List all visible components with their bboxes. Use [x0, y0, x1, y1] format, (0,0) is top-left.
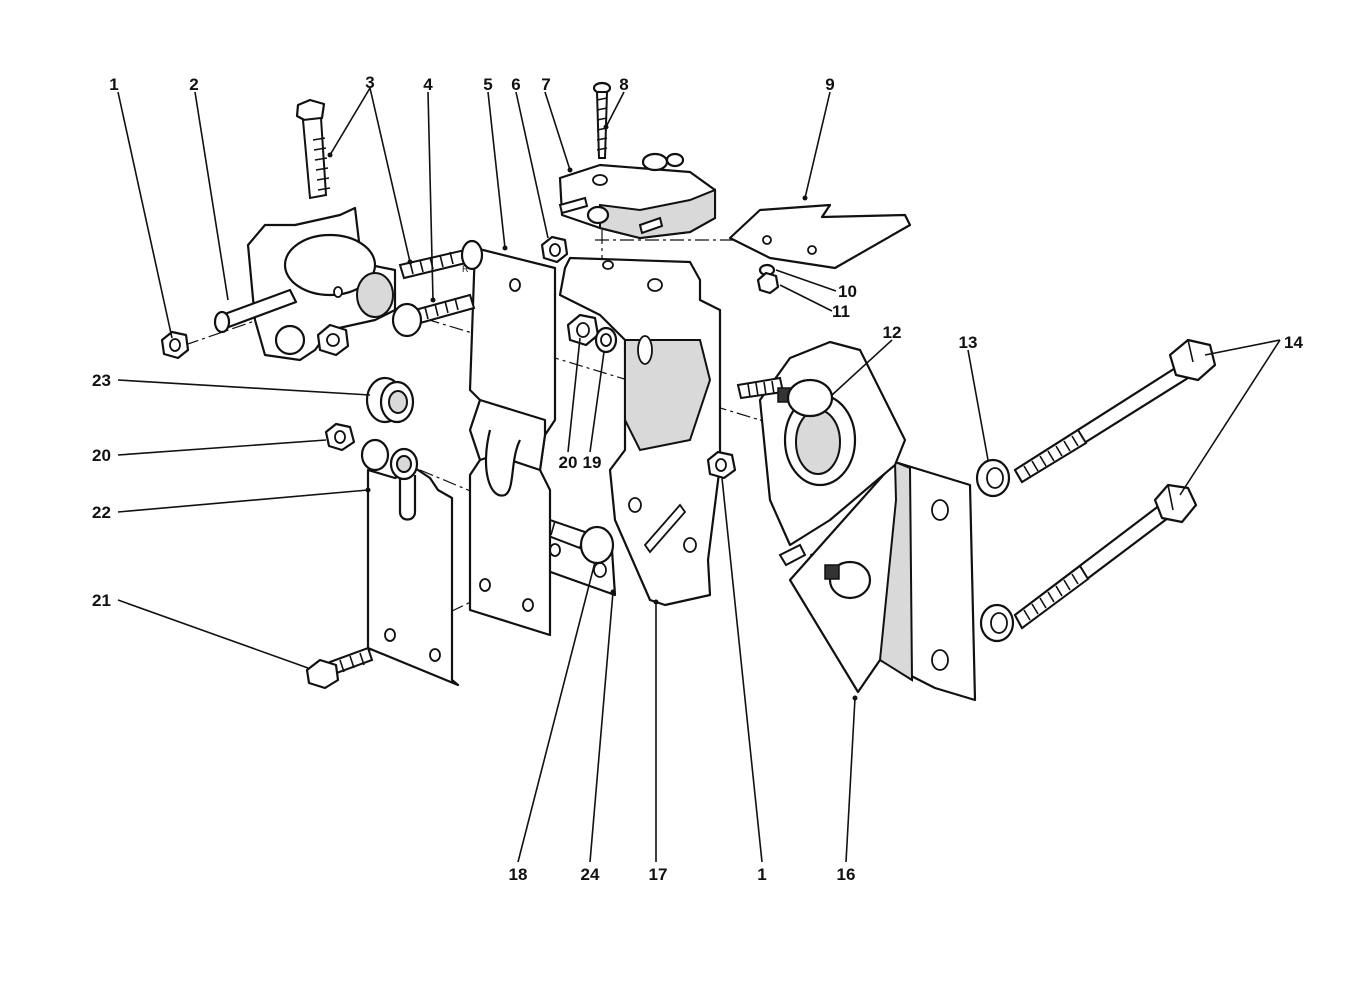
callout-23: 23 — [92, 371, 111, 390]
stud-3-horizontal — [398, 239, 484, 280]
switch-block-7 — [558, 152, 717, 240]
callout-7: 7 — [541, 75, 550, 94]
bolt-4 — [391, 293, 476, 338]
callout-1-top: 1 — [109, 75, 118, 94]
callout-4: 4 — [423, 75, 433, 94]
callout-2: 2 — [189, 75, 198, 94]
nut-6 — [540, 235, 569, 264]
plate-22 — [360, 438, 460, 687]
nut-under-lever — [316, 323, 350, 357]
callout-12: 12 — [883, 323, 902, 342]
nut-1-right — [706, 450, 737, 480]
callout-9: 9 — [825, 75, 834, 94]
long-bolt-lower — [1013, 483, 1198, 630]
washer-13-lower — [979, 603, 1015, 643]
middle-plate-17 — [558, 256, 722, 607]
screw-8 — [592, 81, 612, 159]
callout-16: 16 — [837, 865, 856, 884]
callout-13: 13 — [959, 333, 978, 352]
callout-labels: 1 2 3 4 5 6 7 8 9 10 11 12 13 14 23 20 2… — [92, 73, 1303, 884]
callout-20-left: 20 — [92, 446, 111, 465]
callout-leaders — [117, 87, 1281, 863]
washer-19 — [594, 326, 618, 354]
callout-3: 3 — [365, 73, 374, 92]
nut-20-left — [324, 422, 356, 452]
callout-19: 19 — [583, 453, 602, 472]
pin-12 — [736, 376, 834, 418]
nut-20-center — [566, 313, 600, 347]
callout-24: 24 — [581, 865, 600, 884]
callout-5: 5 — [483, 75, 492, 94]
part-stamp-r: R — [462, 264, 469, 274]
flat-plate-9 — [728, 203, 912, 270]
callout-18: 18 — [509, 865, 528, 884]
nut-1-left — [160, 330, 190, 360]
callout-10: 10 — [838, 282, 857, 301]
long-bolt-upper — [1013, 338, 1217, 484]
bolt-3-vertical — [295, 98, 331, 200]
roller-23 — [365, 376, 415, 424]
callout-21: 21 — [92, 591, 111, 610]
callout-1-bottom: 1 — [757, 865, 766, 884]
tall-plate-5 — [468, 246, 557, 637]
bolt-21 — [305, 646, 374, 690]
callout-20-center: 20 — [559, 453, 578, 472]
callout-11: 11 — [832, 302, 850, 321]
callout-22: 22 — [92, 503, 111, 522]
nut-11 — [756, 271, 780, 295]
lever-clevis-2 — [213, 206, 397, 362]
callout-6: 6 — [511, 75, 520, 94]
callout-17: 17 — [649, 865, 668, 884]
leader-dots — [327, 124, 858, 701]
callout-14: 14 — [1284, 333, 1303, 352]
washer-13-upper — [975, 458, 1011, 498]
callout-8: 8 — [619, 75, 628, 94]
